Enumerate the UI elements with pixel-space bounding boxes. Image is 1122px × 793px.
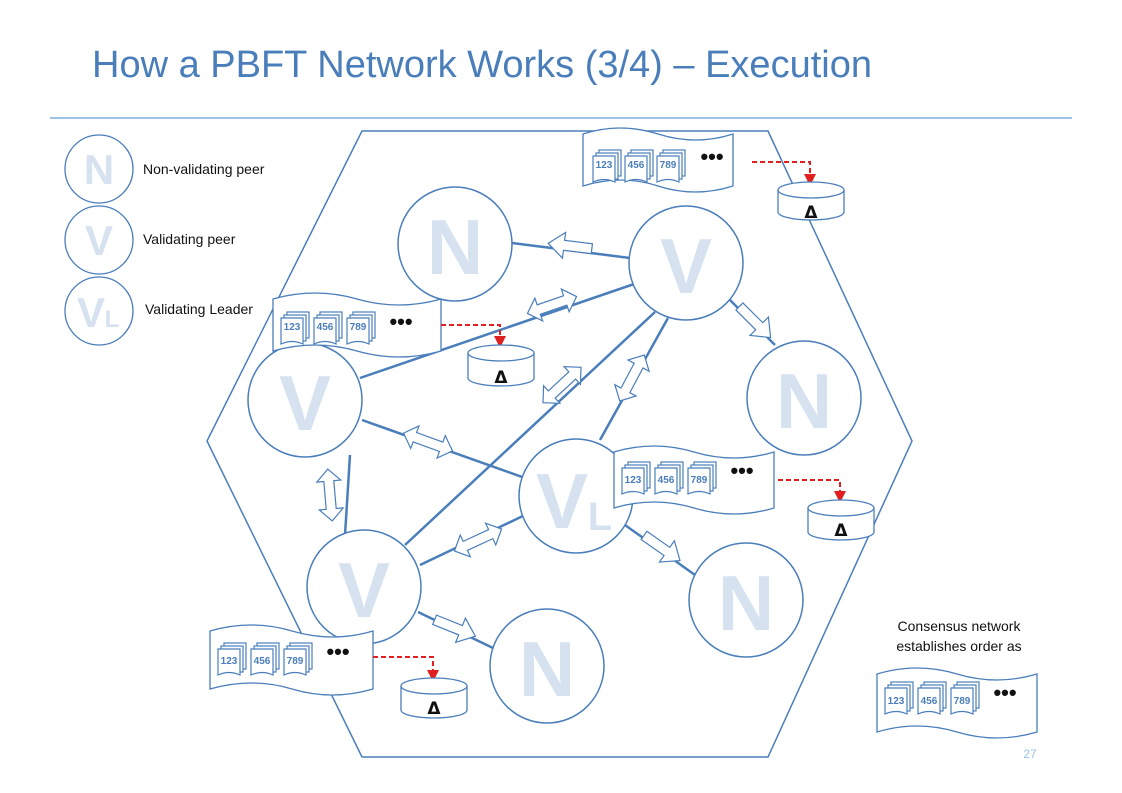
database-left: Δ <box>467 344 535 388</box>
ledger-left-block-1: 123 <box>284 322 301 333</box>
arrow-v-left-vl <box>398 421 458 463</box>
database-middle: Δ <box>807 499 875 541</box>
ledger-mid-ellipsis: ••• <box>730 458 753 483</box>
arrow-v-bottom-v-top <box>534 357 590 413</box>
legend-non-validating-label: Non-validating peer <box>143 161 265 177</box>
ledger-caption-block-1: 123 <box>888 696 905 707</box>
arrow-vl-v-top <box>608 348 656 408</box>
caption-line-1: Consensus network <box>898 618 1022 634</box>
database-top: Δ <box>777 181 845 223</box>
legend-n-symbol: N <box>84 146 114 193</box>
ledger-mid-block-2: 456 <box>658 475 675 486</box>
arrow-v-to-n-top <box>545 229 595 263</box>
ledger-bottom-ellipsis: ••• <box>326 639 349 664</box>
database-left-delta: Δ <box>494 368 508 388</box>
ledger-caption-ellipsis: ••• <box>993 680 1016 705</box>
node-v-left: V <box>279 359 331 447</box>
ledger-banner-middle: 123 456 789 ••• <box>613 445 775 515</box>
ledger-left-ellipsis: ••• <box>389 309 412 334</box>
network-nodes: N V V N V L V N N <box>247 186 862 724</box>
legend-validating-leader-label: Validating Leader <box>145 301 253 317</box>
node-v-bottom: V <box>338 546 390 634</box>
node-n-bottom-right: N <box>718 559 774 647</box>
database-bottom: Δ <box>400 677 468 719</box>
page-number: 27 <box>1023 747 1037 761</box>
arrow-v-top-to-n-right <box>729 296 781 348</box>
arrow-v-bottom-to-n-bottom <box>429 607 481 649</box>
title-divider <box>50 117 1072 119</box>
ledger-banner-bottom: 123 456 789 ••• <box>209 624 374 696</box>
legend-vl-symbol: V <box>77 289 105 336</box>
arrow-v-left-v-bottom <box>315 467 345 523</box>
ledger-top-block-2: 456 <box>628 160 645 171</box>
legend-validating-label: Validating peer <box>143 231 236 247</box>
arrow-v-bottom-vl <box>448 517 508 563</box>
ledger-left-block-3: 789 <box>350 322 367 333</box>
ledger-banner-left: 123 456 789 ••• <box>272 292 442 358</box>
ledger-caption-block-2: 456 <box>921 696 938 707</box>
ledger-bottom-block-2: 456 <box>254 656 271 667</box>
legend-vl-subscript: L <box>105 306 120 333</box>
caption-line-2: establishes order as <box>896 638 1021 654</box>
node-n-bottom: N <box>519 625 575 713</box>
ledger-top-ellipsis: ••• <box>700 144 723 169</box>
legend-v-symbol: V <box>85 217 113 264</box>
node-vl-center: V <box>536 457 588 545</box>
ledger-left-block-2: 456 <box>317 322 334 333</box>
slide-title: How a PBFT Network Works (3/4) – Executi… <box>92 44 872 86</box>
node-vl-center-subscript: L <box>588 495 612 539</box>
node-n-top: N <box>427 203 483 291</box>
ledger-top-block-3: 789 <box>660 160 677 171</box>
ledger-mid-block-1: 123 <box>625 475 642 486</box>
ledger-mid-block-3: 789 <box>691 475 708 486</box>
ledger-bottom-block-3: 789 <box>287 656 304 667</box>
database-top-delta: Δ <box>804 203 818 223</box>
ledger-banner-top: 123 456 789 ••• <box>582 127 734 193</box>
database-bottom-delta: Δ <box>427 699 441 719</box>
database-middle-delta: Δ <box>834 521 848 541</box>
node-n-right: N <box>776 357 832 445</box>
ledger-bottom-block-1: 123 <box>221 656 238 667</box>
legend: N Non-validating peer V Validating peer … <box>64 134 265 346</box>
ledger-banner-caption: 123 456 789 ••• <box>876 667 1038 739</box>
ledger-caption-block-3: 789 <box>954 696 971 707</box>
network-boundary <box>206 130 913 758</box>
node-v-top: V <box>660 222 712 310</box>
ledger-top-block-1: 123 <box>596 160 613 171</box>
